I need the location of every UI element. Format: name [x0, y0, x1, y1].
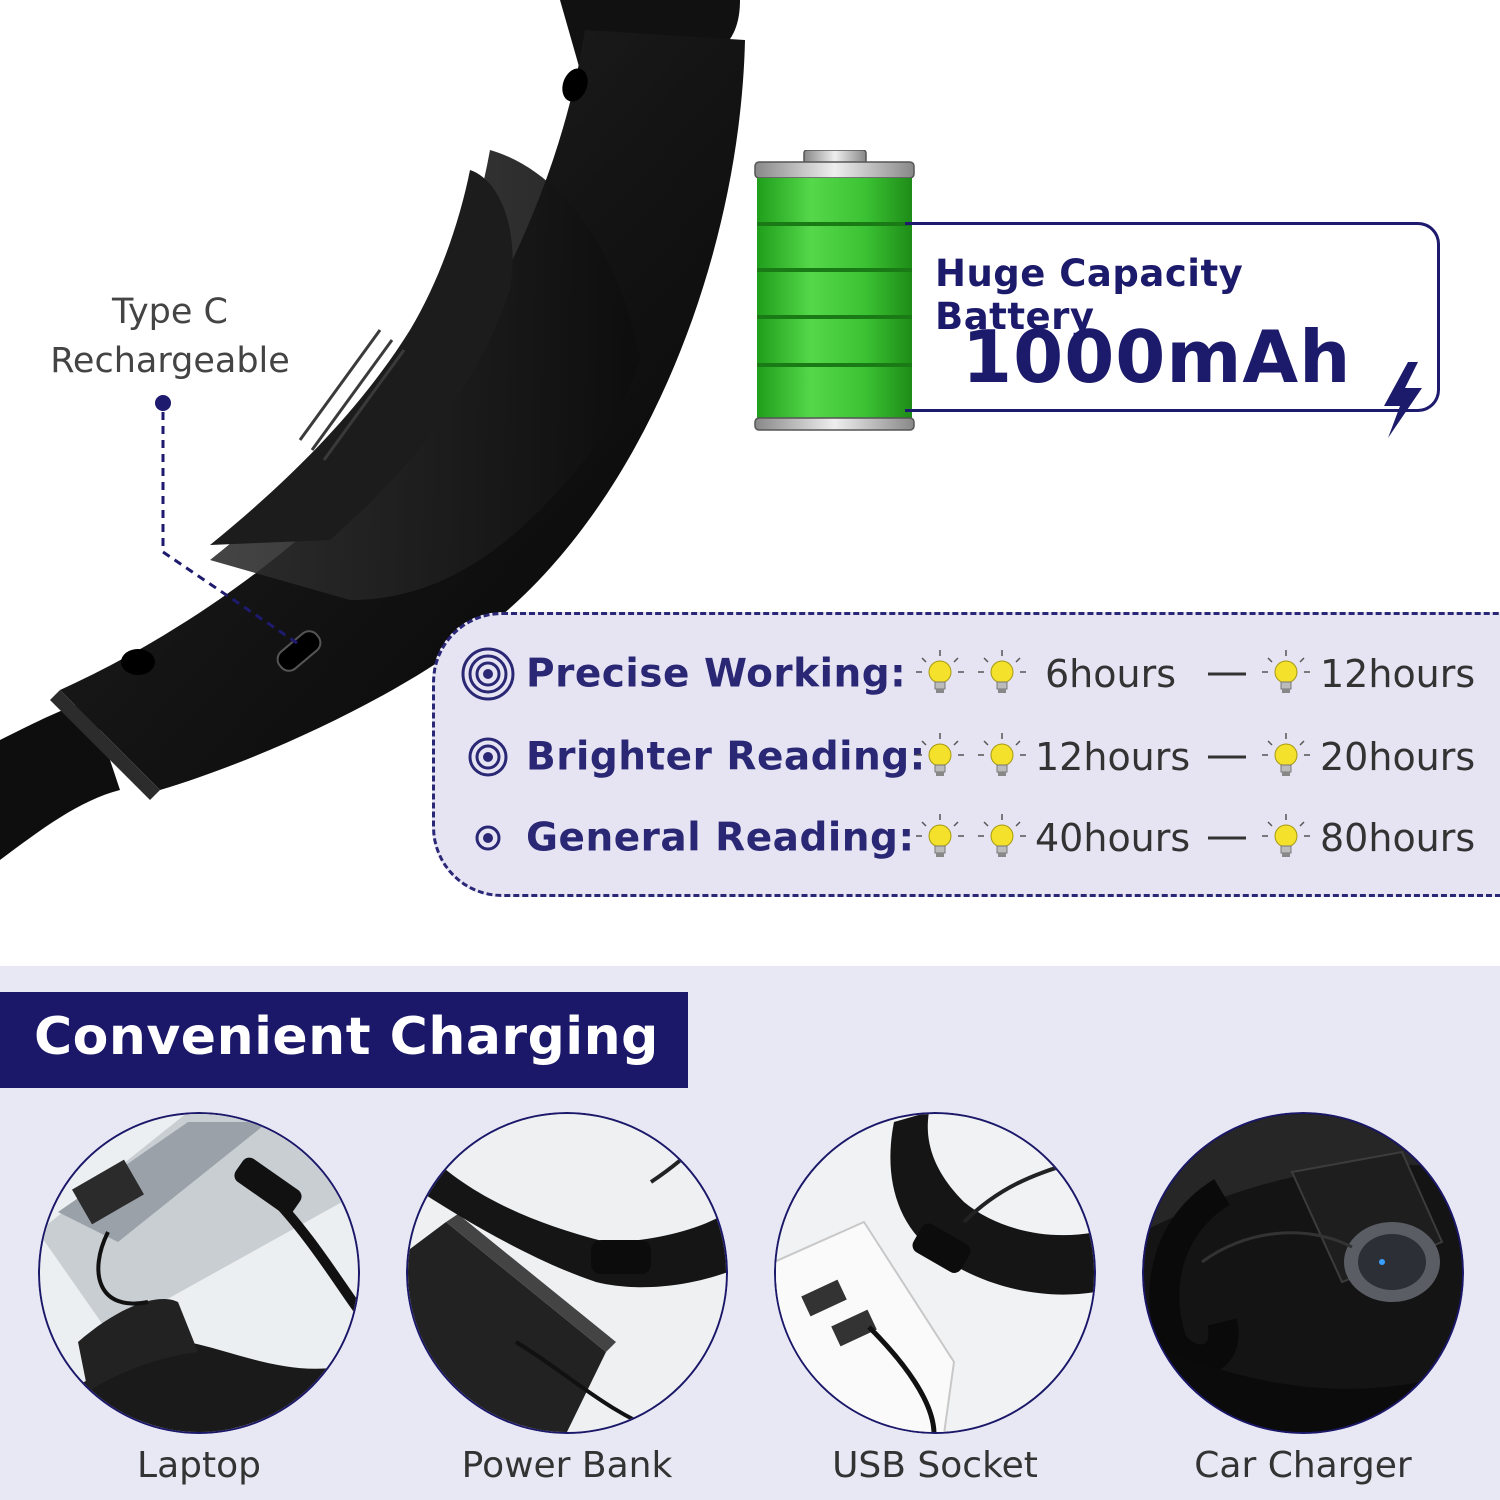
range-dash [1208, 755, 1246, 759]
lightning-bolt-icon [1384, 362, 1422, 438]
runtime-max-hours: 80hours [1320, 816, 1476, 860]
type-c-label-line2: Rechargeable [50, 341, 290, 381]
target-icon [475, 825, 501, 851]
target-icon [461, 647, 515, 701]
light-bulb-icon [1262, 814, 1310, 857]
light-bulb-icon [1262, 650, 1310, 693]
method-label-car-charger: Car Charger [1194, 1445, 1412, 1486]
range-dash [1208, 672, 1246, 676]
method-label-power-bank: Power Bank [461, 1445, 673, 1486]
type-c-port-label: Type C Rechargeable [30, 288, 310, 386]
charging-title: Convenient Charging [34, 1007, 659, 1067]
usb-socket-charging-photo [774, 1112, 1096, 1434]
runtime-min-hours: 6hours [1045, 652, 1177, 696]
car-charger-charging-photo [1142, 1112, 1464, 1434]
light-bulb-icon [978, 650, 1026, 693]
runtime-row: General Reading: 40hours 80hours [460, 808, 1500, 868]
type-c-label-line1: Type C [112, 292, 228, 332]
capacity-title: Huge Capacity Battery [935, 252, 1244, 338]
method-label-usb-socket: USB Socket [832, 1445, 1038, 1486]
charging-header [0, 992, 688, 1088]
runtime-min-hours: 12hours [1035, 735, 1191, 779]
power-bank-charging-photo [406, 1112, 728, 1434]
light-bulb-icon [978, 733, 1026, 776]
runtime-panel [432, 612, 1500, 897]
runtime-max-hours: 20hours [1320, 735, 1476, 779]
neck-light-device-image [0, 0, 745, 860]
light-bulb-icon [916, 733, 964, 776]
capacity-value: 1000mAh [962, 315, 1352, 399]
runtime-mode-label: General Reading: [526, 815, 915, 861]
target-icon [468, 737, 508, 777]
runtime-mode-label: Precise Working: [526, 651, 907, 697]
laptop-charging-photo [38, 1112, 360, 1434]
runtime-row: Precise Working: 6hours 12hours [460, 644, 1500, 704]
light-bulb-icon [916, 650, 964, 693]
capacity-callout [905, 222, 1440, 412]
light-bulb-icon [1262, 733, 1310, 776]
runtime-mode-label: Brighter Reading: [526, 734, 926, 780]
runtime-min-hours: 40hours [1035, 816, 1191, 860]
light-bulb-icon [978, 814, 1026, 857]
runtime-max-hours: 12hours [1320, 652, 1476, 696]
runtime-row: Brighter Reading: 12hours 20hours [460, 727, 1500, 787]
light-bulb-icon [916, 814, 964, 857]
battery-full-icon [754, 150, 915, 431]
method-label-laptop: Laptop [137, 1445, 261, 1486]
range-dash [1208, 836, 1246, 840]
